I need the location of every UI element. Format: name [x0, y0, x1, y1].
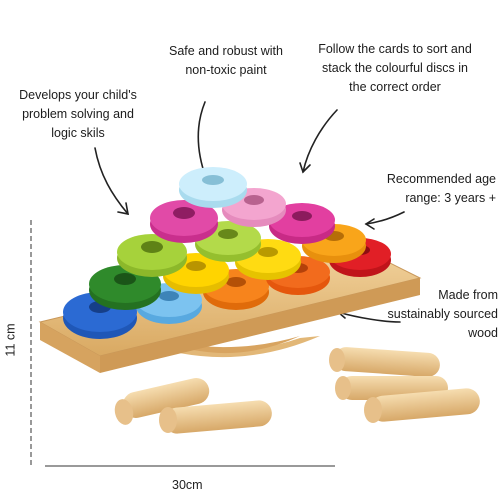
- arrow-icon-age: [364, 211, 405, 230]
- callout-safe-robust: Safe and robust with non-toxic paint: [169, 44, 283, 77]
- disc-pink-2: [150, 200, 218, 243]
- arrow-icon-develops: [94, 147, 129, 216]
- peg: [114, 378, 210, 425]
- disc-pale-blue: [179, 167, 247, 208]
- disc-light-green: [117, 234, 187, 277]
- peg: [329, 347, 440, 377]
- callout-follow-cards: Follow the cards to sort and stack the c…: [318, 42, 472, 94]
- callout-develops-skills: Develops your child's problem solving an…: [19, 88, 137, 140]
- peg: [159, 400, 272, 434]
- width-dimension-label: 30cm: [172, 478, 203, 492]
- peg: [364, 388, 480, 423]
- disc-stack: [63, 167, 391, 339]
- arrow-icon-safe: [197, 101, 212, 180]
- wooden-pegs: [114, 347, 480, 434]
- arrow-icon-follow: [299, 109, 338, 174]
- height-dimension-label: 11 cm: [3, 323, 18, 357]
- callout-recommended-age: Recommended age range: 3 years +: [386, 172, 496, 205]
- callout-sustainable-wood: Made from sustainably sourced wood: [387, 288, 498, 340]
